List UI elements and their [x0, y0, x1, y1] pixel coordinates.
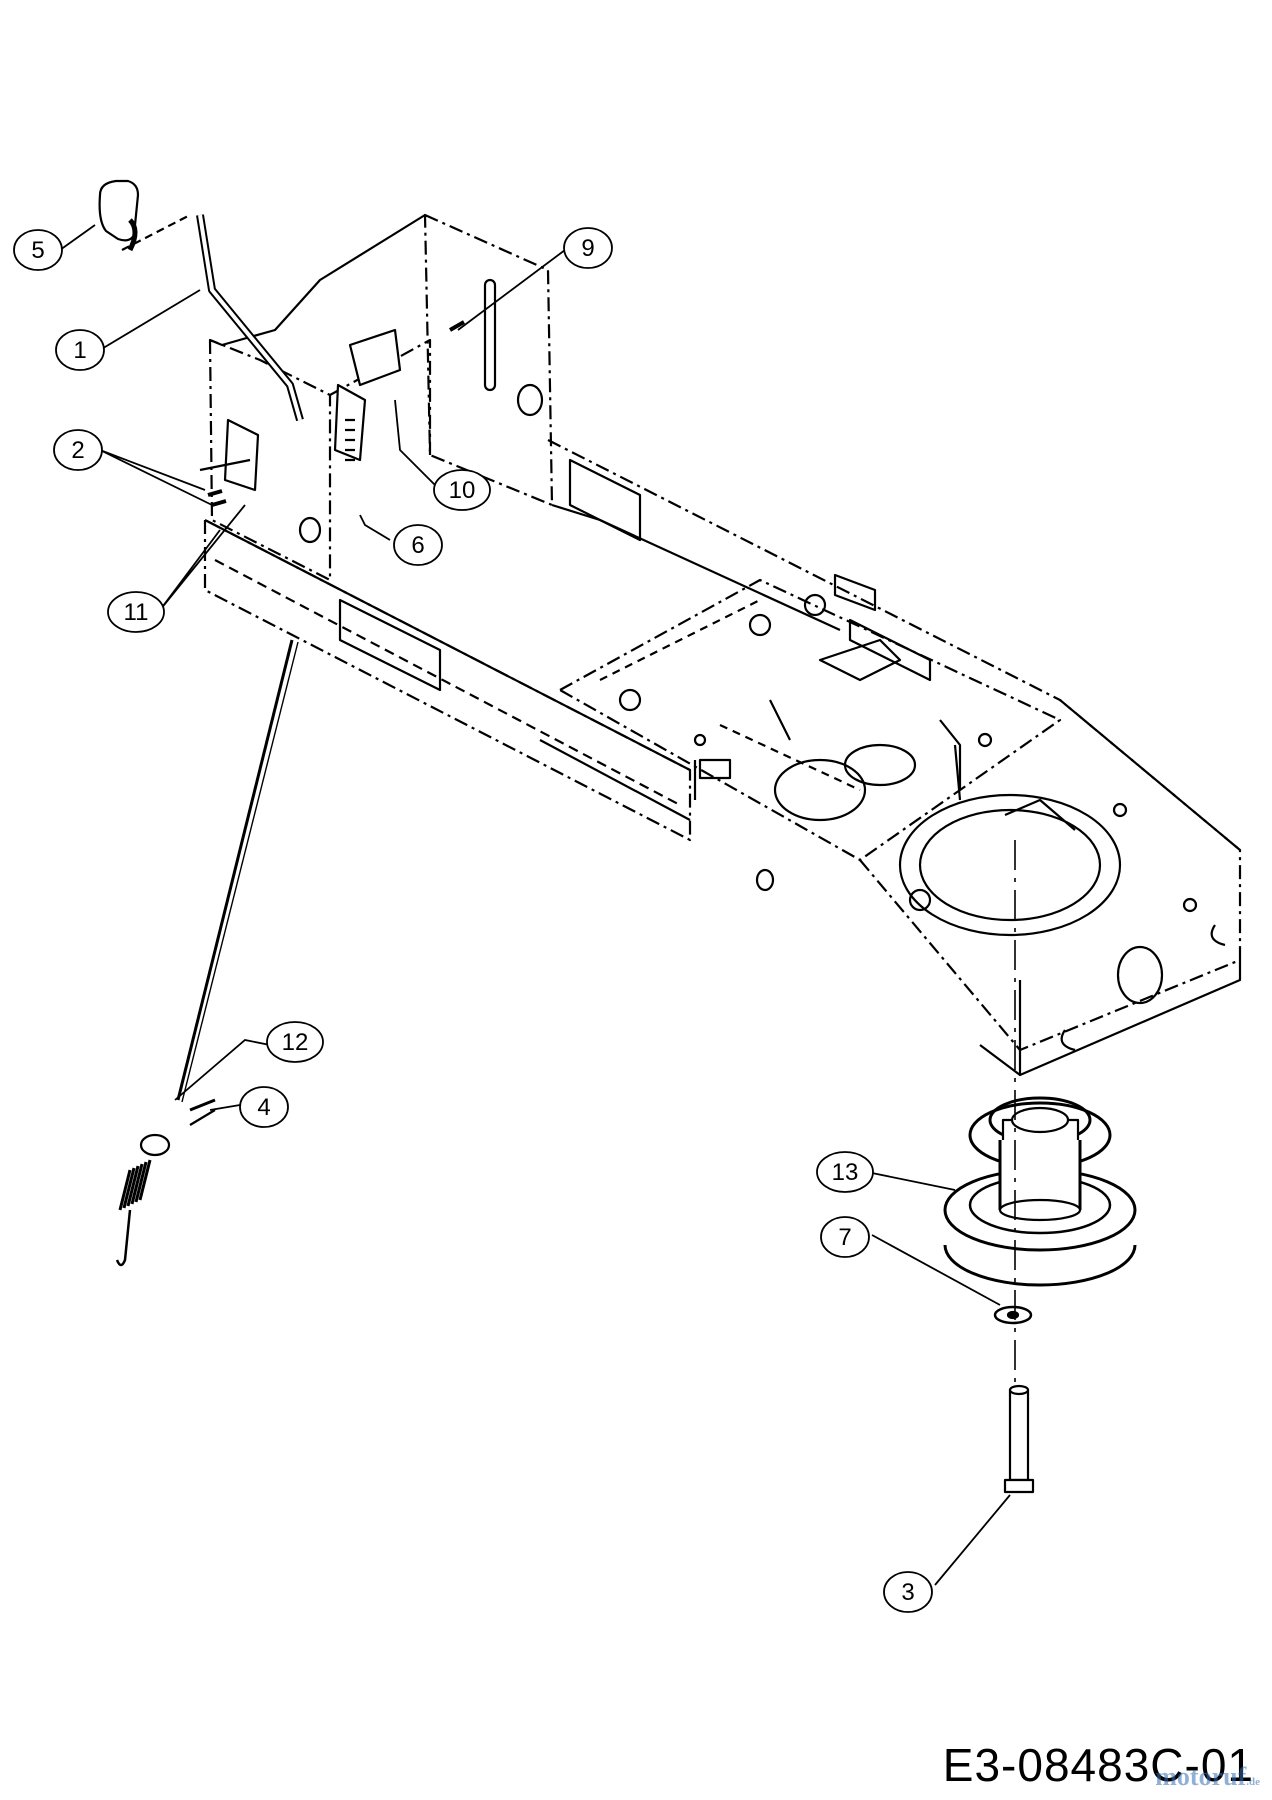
cotter-pin-icon [189, 1109, 216, 1126]
callout-12: 12 [266, 1021, 324, 1063]
shoulder-bolt-icon [1003, 1384, 1035, 1494]
cable-fitting [139, 1098, 216, 1157]
svg-text:6: 6 [411, 532, 424, 559]
svg-text:1: 1 [73, 337, 86, 364]
callout-6: 6 [393, 524, 443, 566]
screw-icon [449, 320, 465, 332]
callout-3: 3 [883, 1571, 933, 1613]
watermark-logo: motoruf.de [1155, 1762, 1260, 1792]
callout-10: 10 [433, 469, 491, 511]
pulley-icon [943, 1096, 1137, 1287]
svg-text:2: 2 [71, 437, 84, 464]
nut-icon [207, 489, 227, 507]
callout-7: 7 [820, 1216, 870, 1258]
callout-1: 1 [55, 329, 105, 371]
watermark-brand: motoruf [1155, 1762, 1247, 1791]
callout-9: 9 [563, 227, 613, 269]
callout-13: 13 [816, 1151, 874, 1193]
callout-5: 5 [13, 229, 63, 271]
svg-text:3: 3 [901, 1579, 914, 1606]
washer-icon [993, 1305, 1033, 1325]
callout-2: 2 [53, 429, 103, 471]
lever-knob-icon [98, 179, 191, 252]
leader-lines [59, 224, 1011, 1586]
cable [176, 639, 299, 1103]
svg-text:12: 12 [282, 1029, 309, 1056]
svg-text:10: 10 [449, 477, 476, 504]
svg-text:5: 5 [31, 237, 44, 264]
watermark-suffix: .de [1246, 1776, 1260, 1788]
svg-text:11: 11 [124, 599, 149, 626]
control-bracket [199, 328, 402, 492]
lever-rod [196, 214, 304, 422]
extension-spring-icon [115, 1159, 152, 1267]
callout-4: 4 [239, 1086, 289, 1128]
svg-text:9: 9 [581, 235, 594, 262]
chassis-frame [203, 213, 1242, 1077]
drawing-code: E3-08483C-01 [942, 1739, 1254, 1791]
svg-text:7: 7 [838, 1224, 851, 1251]
svg-text:13: 13 [832, 1159, 859, 1186]
callout-11: 11 [107, 591, 165, 633]
svg-text:4: 4 [257, 1094, 270, 1121]
